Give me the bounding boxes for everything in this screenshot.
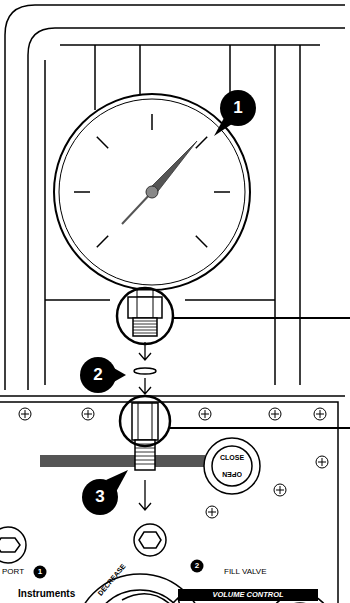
- callout-number: 2: [80, 357, 116, 393]
- callout-number: 3: [82, 479, 118, 515]
- down-arrow: [139, 480, 151, 510]
- gauge-tick: [196, 236, 207, 247]
- port-fitting: [120, 396, 350, 470]
- gauge-tick: [214, 191, 230, 193]
- volume-band: [178, 589, 318, 601]
- knob-label: CLOSE: [212, 453, 252, 463]
- hex-edge: [137, 297, 138, 318]
- callout-circle: [220, 90, 256, 126]
- stem-neck: [137, 290, 153, 297]
- gauge-tick: [74, 191, 90, 193]
- port-knob: [134, 524, 166, 556]
- panel-face: [0, 402, 338, 603]
- gauge-tick: [97, 236, 108, 247]
- port-label: PORT: [2, 566, 34, 578]
- port-hex: [139, 532, 161, 548]
- case-lid: [5, 5, 345, 390]
- fill-valve-knob: [204, 438, 260, 494]
- lid-rib: [299, 45, 301, 385]
- port-badge: [34, 566, 47, 579]
- knob-label: OPEN: [212, 469, 252, 479]
- hex-edge: [152, 403, 153, 440]
- valve-label: FILL VALVE: [224, 566, 314, 578]
- thread-lines: [133, 321, 157, 333]
- fill-valve-cap: [212, 446, 252, 486]
- port-number: 2: [191, 560, 203, 572]
- panel-slot: [40, 455, 205, 467]
- leader-line: [170, 427, 350, 429]
- screw-cross: [21, 410, 326, 516]
- callout-circle: [80, 357, 116, 393]
- hex-edge: [138, 403, 139, 440]
- lid-rib: [185, 299, 275, 301]
- lid-rib: [139, 45, 141, 95]
- dial-label: DECREASE: [93, 559, 130, 601]
- callouts: [80, 90, 256, 515]
- washer: [134, 368, 156, 374]
- control-label: VOLUME CONTROL: [180, 589, 316, 601]
- stem-hex: [128, 297, 162, 318]
- lid-rib: [44, 60, 46, 385]
- zoom-circle: [117, 288, 173, 344]
- lid-outline: [5, 5, 345, 390]
- down-arrow: [139, 378, 151, 394]
- stem-thread: [133, 318, 157, 336]
- gauge-face: [59, 99, 245, 285]
- gauge-stem: [117, 288, 350, 344]
- gauge-needle-tail: [122, 192, 152, 224]
- lid-rib: [45, 299, 110, 301]
- hex-edge: [153, 297, 154, 318]
- zoom-circle: [120, 396, 170, 446]
- section-title: Instruments: [18, 587, 94, 601]
- gauge-tick: [151, 114, 153, 130]
- panel-controls: [0, 438, 332, 603]
- lid-rib: [94, 45, 96, 110]
- callout-number: 1: [220, 90, 256, 126]
- port-number: 1: [34, 566, 46, 578]
- port-knob: [0, 527, 26, 563]
- gauge-tick: [97, 137, 108, 148]
- down-arrow: [139, 342, 151, 360]
- gauge-bezel: [54, 94, 250, 290]
- fitting-hex: [132, 403, 158, 440]
- callout-circle: [82, 479, 118, 515]
- gauge-ticks: [74, 114, 230, 247]
- port-hex: [0, 538, 20, 552]
- port-badge: [191, 560, 204, 573]
- gauge-tick: [196, 137, 207, 148]
- panel-screws: [19, 408, 328, 518]
- lid-rib: [274, 45, 276, 385]
- pressure-gauge: [54, 94, 250, 290]
- leader-line: [173, 317, 350, 319]
- panel-edge: [0, 395, 345, 397]
- gauge-hub: [146, 186, 158, 198]
- dial-arrow: [122, 594, 182, 603]
- lid-rib: [60, 44, 320, 46]
- gauge-needle: [149, 141, 197, 195]
- lid-inner: [28, 28, 345, 390]
- lid-rib: [229, 45, 231, 95]
